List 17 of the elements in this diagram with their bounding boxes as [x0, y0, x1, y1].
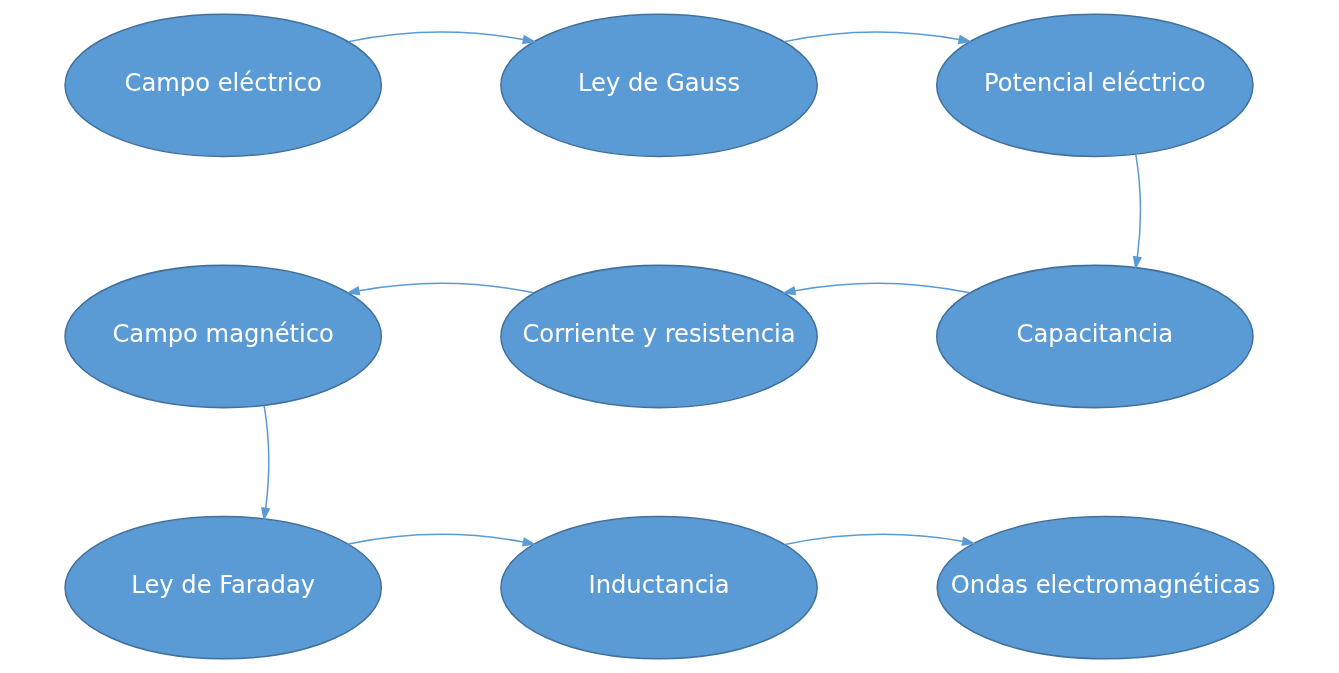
arrow	[346, 282, 535, 296]
node-ellipse: Ley de Faraday	[64, 515, 383, 660]
node-ellipse: Ley de Gauss	[500, 13, 818, 158]
node-ellipse: Campo eléctrico	[64, 13, 383, 158]
arrow	[347, 31, 537, 45]
arrow	[1132, 153, 1143, 270]
arrow	[261, 405, 271, 522]
arrow	[784, 533, 976, 546]
node-ellipse: Corriente y resistencia	[500, 264, 818, 409]
arrow	[347, 533, 537, 547]
arrow	[783, 31, 973, 45]
node-ellipse: Campo magnético	[64, 264, 383, 409]
node-ellipse: Capacitancia	[935, 264, 1254, 409]
arrow	[781, 282, 971, 296]
node-ellipse: Potencial eléctrico	[935, 13, 1254, 158]
node-ellipse: Ondas electromagnéticas	[936, 515, 1275, 660]
node-ellipse: Inductancia	[500, 515, 818, 660]
